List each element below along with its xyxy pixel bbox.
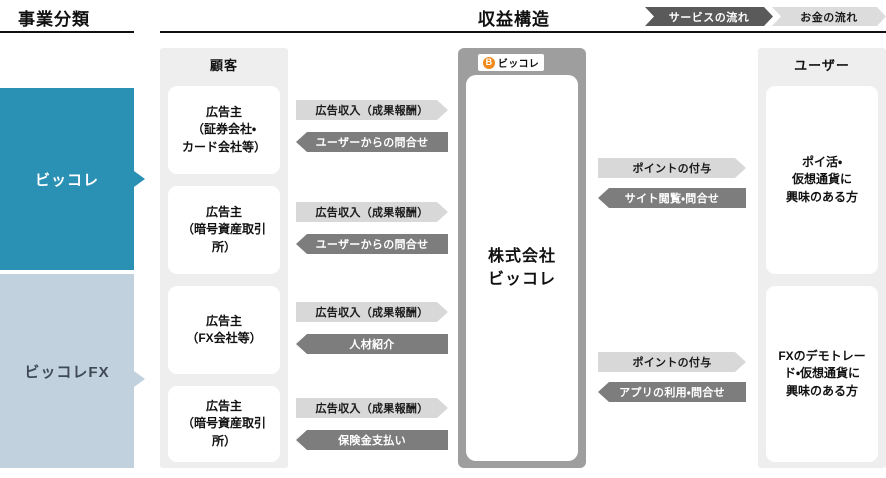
- biccolle-logo-badge: B ビッコレ: [478, 54, 544, 71]
- flow-arrow-money-customer-1: 広告収入（成果報酬）: [296, 100, 448, 120]
- flow-arrow-money-customer-3: 広告収入（成果報酬）: [296, 302, 448, 322]
- flow-arrow-money-user-1: ポイントの付与: [598, 158, 746, 178]
- customer-card-line2: （FX会社等）: [186, 331, 262, 345]
- customer-card-line2: （暗号資産取引所）: [181, 222, 266, 254]
- user-card-line2: ド・仮想通貨に: [783, 366, 861, 381]
- customer-card: 広告主 （暗号資産取引所）: [168, 386, 280, 462]
- logo-wordmark: ビッコレ: [497, 59, 540, 70]
- customer-card-line2: （暗号資産取引所）: [181, 416, 266, 448]
- customer-card-line1: 広告主: [205, 104, 242, 119]
- user-card-line1: ポイ活・: [801, 154, 843, 169]
- user-card: FXのデモトレー ド・仮想通貨に 興味のある方: [766, 286, 878, 462]
- flow-arrow-service-user-2: アプリの利用・問合せ: [598, 382, 746, 402]
- customer-card: 広告主 （証券会社・ カード会社等）: [168, 86, 280, 174]
- flow-arrow-service-customer-2: ユーザーからの問合せ: [296, 234, 448, 254]
- user-column-header: ユーザー: [794, 58, 850, 73]
- category-arrow-biccolle-fx-icon: [134, 371, 145, 387]
- customer-card-line1: 広告主: [205, 204, 242, 219]
- company-card: 株式会社 ビッコレ: [466, 75, 578, 461]
- bitcoin-coin-icon: B: [482, 56, 495, 69]
- company-name-line2: ビッコレ: [487, 271, 556, 288]
- customer-column-header: 顧客: [209, 58, 238, 73]
- flow-arrow-money-user-2: ポイントの付与: [598, 352, 746, 372]
- customer-card: 広告主 （暗号資産取引所）: [168, 186, 280, 274]
- customer-card-line3: カード会社等）: [181, 139, 266, 154]
- page-title-revenue-structure: 収益構造: [478, 10, 550, 29]
- category-block-biccolle-fx: ビッコレFX: [0, 274, 134, 468]
- category-block-biccolle: ビッコレ: [0, 88, 134, 270]
- flow-arrow-service-customer-1: ユーザーからの問合せ: [296, 132, 448, 152]
- company-name-line1: 株式会社: [487, 247, 556, 265]
- category-arrow-biccolle-icon: [134, 171, 145, 187]
- flow-arrow-money-customer-4: 広告収入（成果報酬）: [296, 398, 448, 418]
- user-card-line3: 興味のある方: [785, 383, 858, 398]
- flow-arrow-service-customer-3: 人材紹介: [296, 334, 448, 354]
- user-card-line1: FXのデモトレー: [778, 348, 866, 363]
- flow-arrow-service-user-1: サイト閲覧・問合せ: [598, 188, 746, 208]
- legend-badge-service-flow: サービスの流れ: [645, 7, 773, 26]
- customer-card-line1: 広告主: [205, 398, 242, 413]
- user-card-line2: 仮想通貨に: [791, 172, 852, 187]
- user-card-line3: 興味のある方: [785, 189, 858, 204]
- page-title-business-category: 事業分類: [18, 10, 90, 29]
- legend-badge-money-flow: お金の流れ: [772, 7, 886, 26]
- header-divider-right: [160, 31, 886, 33]
- flow-arrow-money-customer-2: 広告収入（成果報酬）: [296, 202, 448, 222]
- customer-card-line1: 広告主: [205, 313, 242, 328]
- customer-card-line2: （証券会社・: [191, 122, 257, 137]
- header-divider-left: [0, 31, 134, 33]
- flow-arrow-service-customer-4: 保険金支払い: [296, 430, 448, 450]
- user-card: ポイ活・ 仮想通貨に 興味のある方: [766, 86, 878, 274]
- customer-card: 広告主 （FX会社等）: [168, 286, 280, 374]
